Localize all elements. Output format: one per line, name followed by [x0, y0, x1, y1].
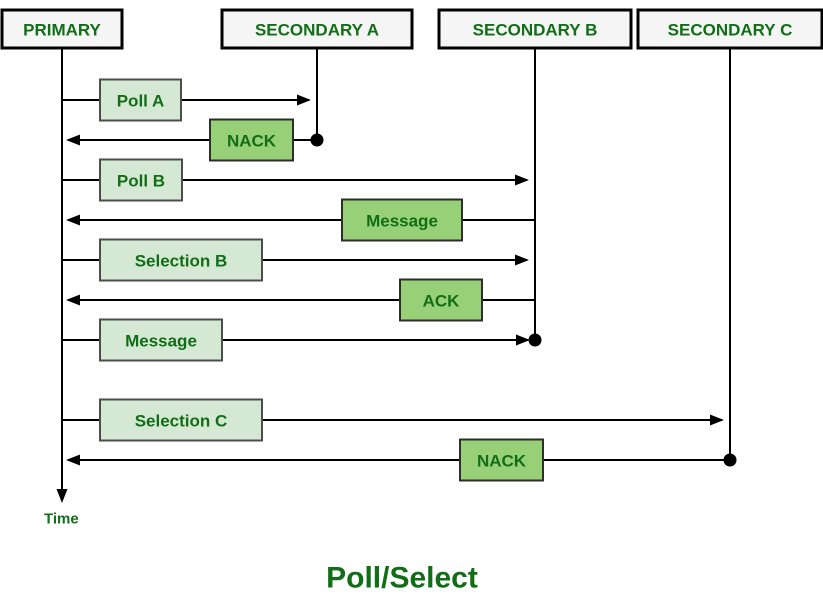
time-axis-label: Time — [44, 511, 79, 528]
message-label-box — [209, 118, 294, 162]
station-box-secondary-c — [636, 8, 823, 50]
arrowhead-right-icon — [710, 414, 724, 426]
station-label-secondary-a: SECONDARY A — [255, 21, 379, 40]
message-label-box — [399, 278, 483, 322]
message-label: Poll A — [117, 92, 165, 111]
diagram-title: Poll/Select — [326, 562, 478, 595]
message-label: Message — [125, 332, 197, 351]
message-label: Selection C — [135, 412, 228, 431]
station-label-secondary-b: SECONDARY B — [473, 21, 598, 40]
message-label-box — [99, 238, 263, 282]
message-label-box — [459, 438, 544, 482]
terminator-dot — [528, 333, 542, 347]
message-label-box — [341, 198, 463, 242]
arrowhead-right-icon — [515, 254, 529, 266]
arrowhead-right-icon — [297, 94, 311, 106]
message-label: ACK — [423, 292, 461, 311]
message-label: Message — [366, 212, 438, 231]
message-label-box — [99, 78, 182, 122]
station-box-primary — [0, 8, 124, 50]
time-arrowhead-icon — [56, 489, 68, 503]
arrowhead-right-icon — [515, 174, 529, 186]
arrowhead-left-icon — [66, 214, 80, 226]
terminator-dot — [310, 133, 324, 147]
arrowhead-left-icon — [66, 134, 80, 146]
arrowhead-left-icon — [66, 454, 80, 466]
station-label-secondary-c: SECONDARY C — [668, 21, 793, 40]
arrowhead-right-icon — [516, 334, 530, 346]
message-label: NACK — [227, 132, 277, 151]
station-label-primary: PRIMARY — [23, 21, 101, 40]
station-box-secondary-b — [437, 8, 633, 50]
message-label: Selection B — [135, 252, 228, 271]
terminator-dot — [723, 453, 737, 467]
message-label-box — [99, 158, 183, 202]
message-label: Poll B — [117, 172, 165, 191]
message-label-box — [99, 398, 263, 442]
arrowhead-left-icon — [66, 294, 80, 306]
message-label: NACK — [477, 452, 527, 471]
station-box-secondary-a — [220, 8, 414, 50]
message-label-box — [99, 318, 223, 362]
